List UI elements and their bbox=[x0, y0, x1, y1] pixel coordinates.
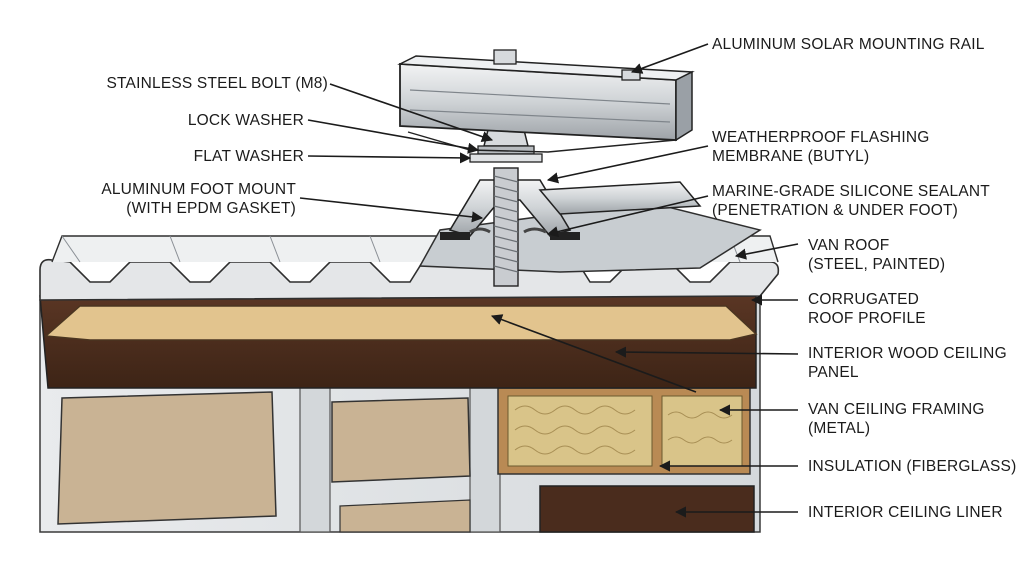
label-insulation: INSULATION (FIBERGLASS) bbox=[808, 458, 1017, 475]
label-foot-mount: ALUMINUM FOOT MOUNT (WITH EPDM GASKET) bbox=[101, 181, 296, 217]
plywood-strip bbox=[44, 305, 758, 341]
label-liner: INTERIOR CEILING LINER bbox=[808, 504, 1003, 521]
label-corrugated: CORRUGATED ROOF PROFILE bbox=[808, 291, 926, 327]
leader-flashing bbox=[546, 145, 709, 184]
leader-wood-panel bbox=[614, 346, 799, 358]
rail-top-bolt bbox=[493, 49, 517, 65]
label-flashing: WEATHERPROOF FLASHING MEMBRANE (BUTYL) bbox=[712, 129, 930, 165]
label-wood-panel: INTERIOR WOOD CEILING PANEL bbox=[808, 345, 1007, 381]
insulation-fiberglass bbox=[661, 395, 743, 467]
label-sealant: MARINE-GRADE SILICONE SEALANT (PENETRATI… bbox=[712, 183, 990, 219]
label-flat-washer: FLAT WASHER bbox=[193, 148, 304, 165]
wall-rib bbox=[299, 379, 331, 533]
leader-wood-panel-2 bbox=[490, 314, 697, 393]
flat-washer bbox=[469, 153, 543, 163]
leader-lock-washer bbox=[307, 119, 480, 154]
label-lock-washer: LOCK WASHER bbox=[187, 112, 304, 129]
rail-top-bolt bbox=[621, 69, 641, 81]
leader-foot-mount bbox=[299, 197, 484, 223]
interior-wall-board bbox=[57, 391, 277, 525]
foot-flange bbox=[538, 181, 702, 215]
label-bolt: STAINLESS STEEL BOLT (M8) bbox=[106, 75, 328, 92]
label-framing: VAN CEILING FRAMING (METAL) bbox=[808, 401, 985, 437]
label-van-roof: VAN ROOF (STEEL, PAINTED) bbox=[808, 237, 946, 273]
leader-sealant bbox=[546, 195, 709, 238]
leader-flat-washer bbox=[307, 152, 472, 164]
label-rail: ALUMINUM SOLAR MOUNTING RAIL bbox=[712, 36, 985, 53]
interior-wall-board bbox=[339, 499, 471, 533]
interior-ceiling-liner bbox=[539, 485, 755, 533]
leader-bolt bbox=[329, 83, 494, 142]
leader-rail bbox=[630, 43, 709, 74]
van-roof-corrugated bbox=[39, 239, 780, 301]
wall-rib bbox=[469, 379, 501, 533]
interior-wall-board bbox=[331, 397, 471, 483]
leader-van-roof bbox=[734, 243, 799, 260]
silicone-sealant bbox=[469, 227, 547, 234]
